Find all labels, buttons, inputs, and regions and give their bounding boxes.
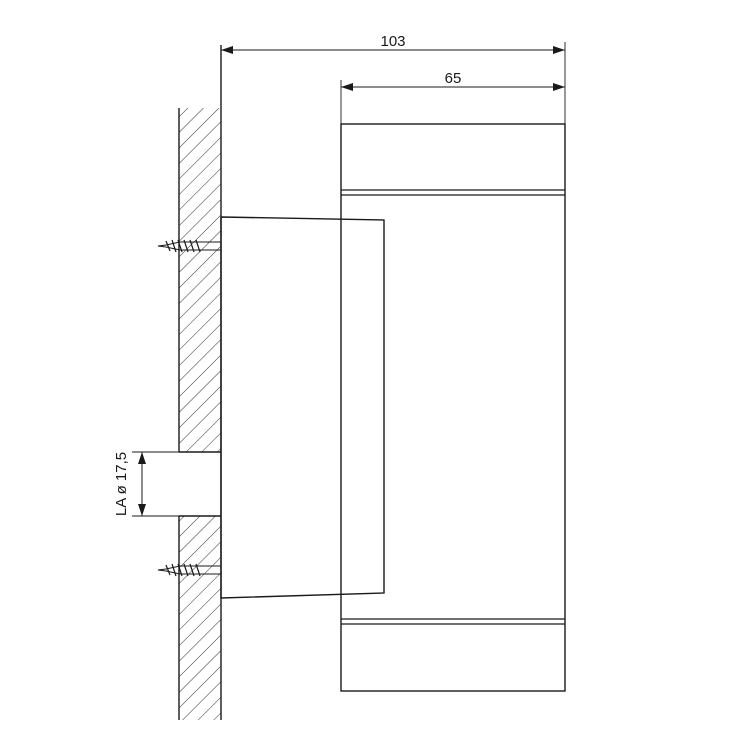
- cable-entry-label: LA ø 17,5: [113, 452, 130, 516]
- overall-width-dimension: 103: [221, 33, 566, 125]
- fixture-width-dimension: 65: [340, 70, 565, 125]
- wood-screw-icon: [157, 239, 221, 253]
- fixture-body: [340, 123, 566, 692]
- cable-entry-dimension: LA ø 17,5: [113, 451, 179, 517]
- fixture-cylinder: [340, 123, 566, 692]
- wood-screw-icon: [157, 563, 221, 577]
- mounting-bracket: [220, 216, 385, 599]
- fixture-width-label: 65: [445, 70, 462, 87]
- wall-upper: [179, 108, 221, 452]
- wall-lower: [179, 516, 221, 720]
- overall-width-label: 103: [380, 33, 405, 50]
- wall-section: [178, 45, 222, 720]
